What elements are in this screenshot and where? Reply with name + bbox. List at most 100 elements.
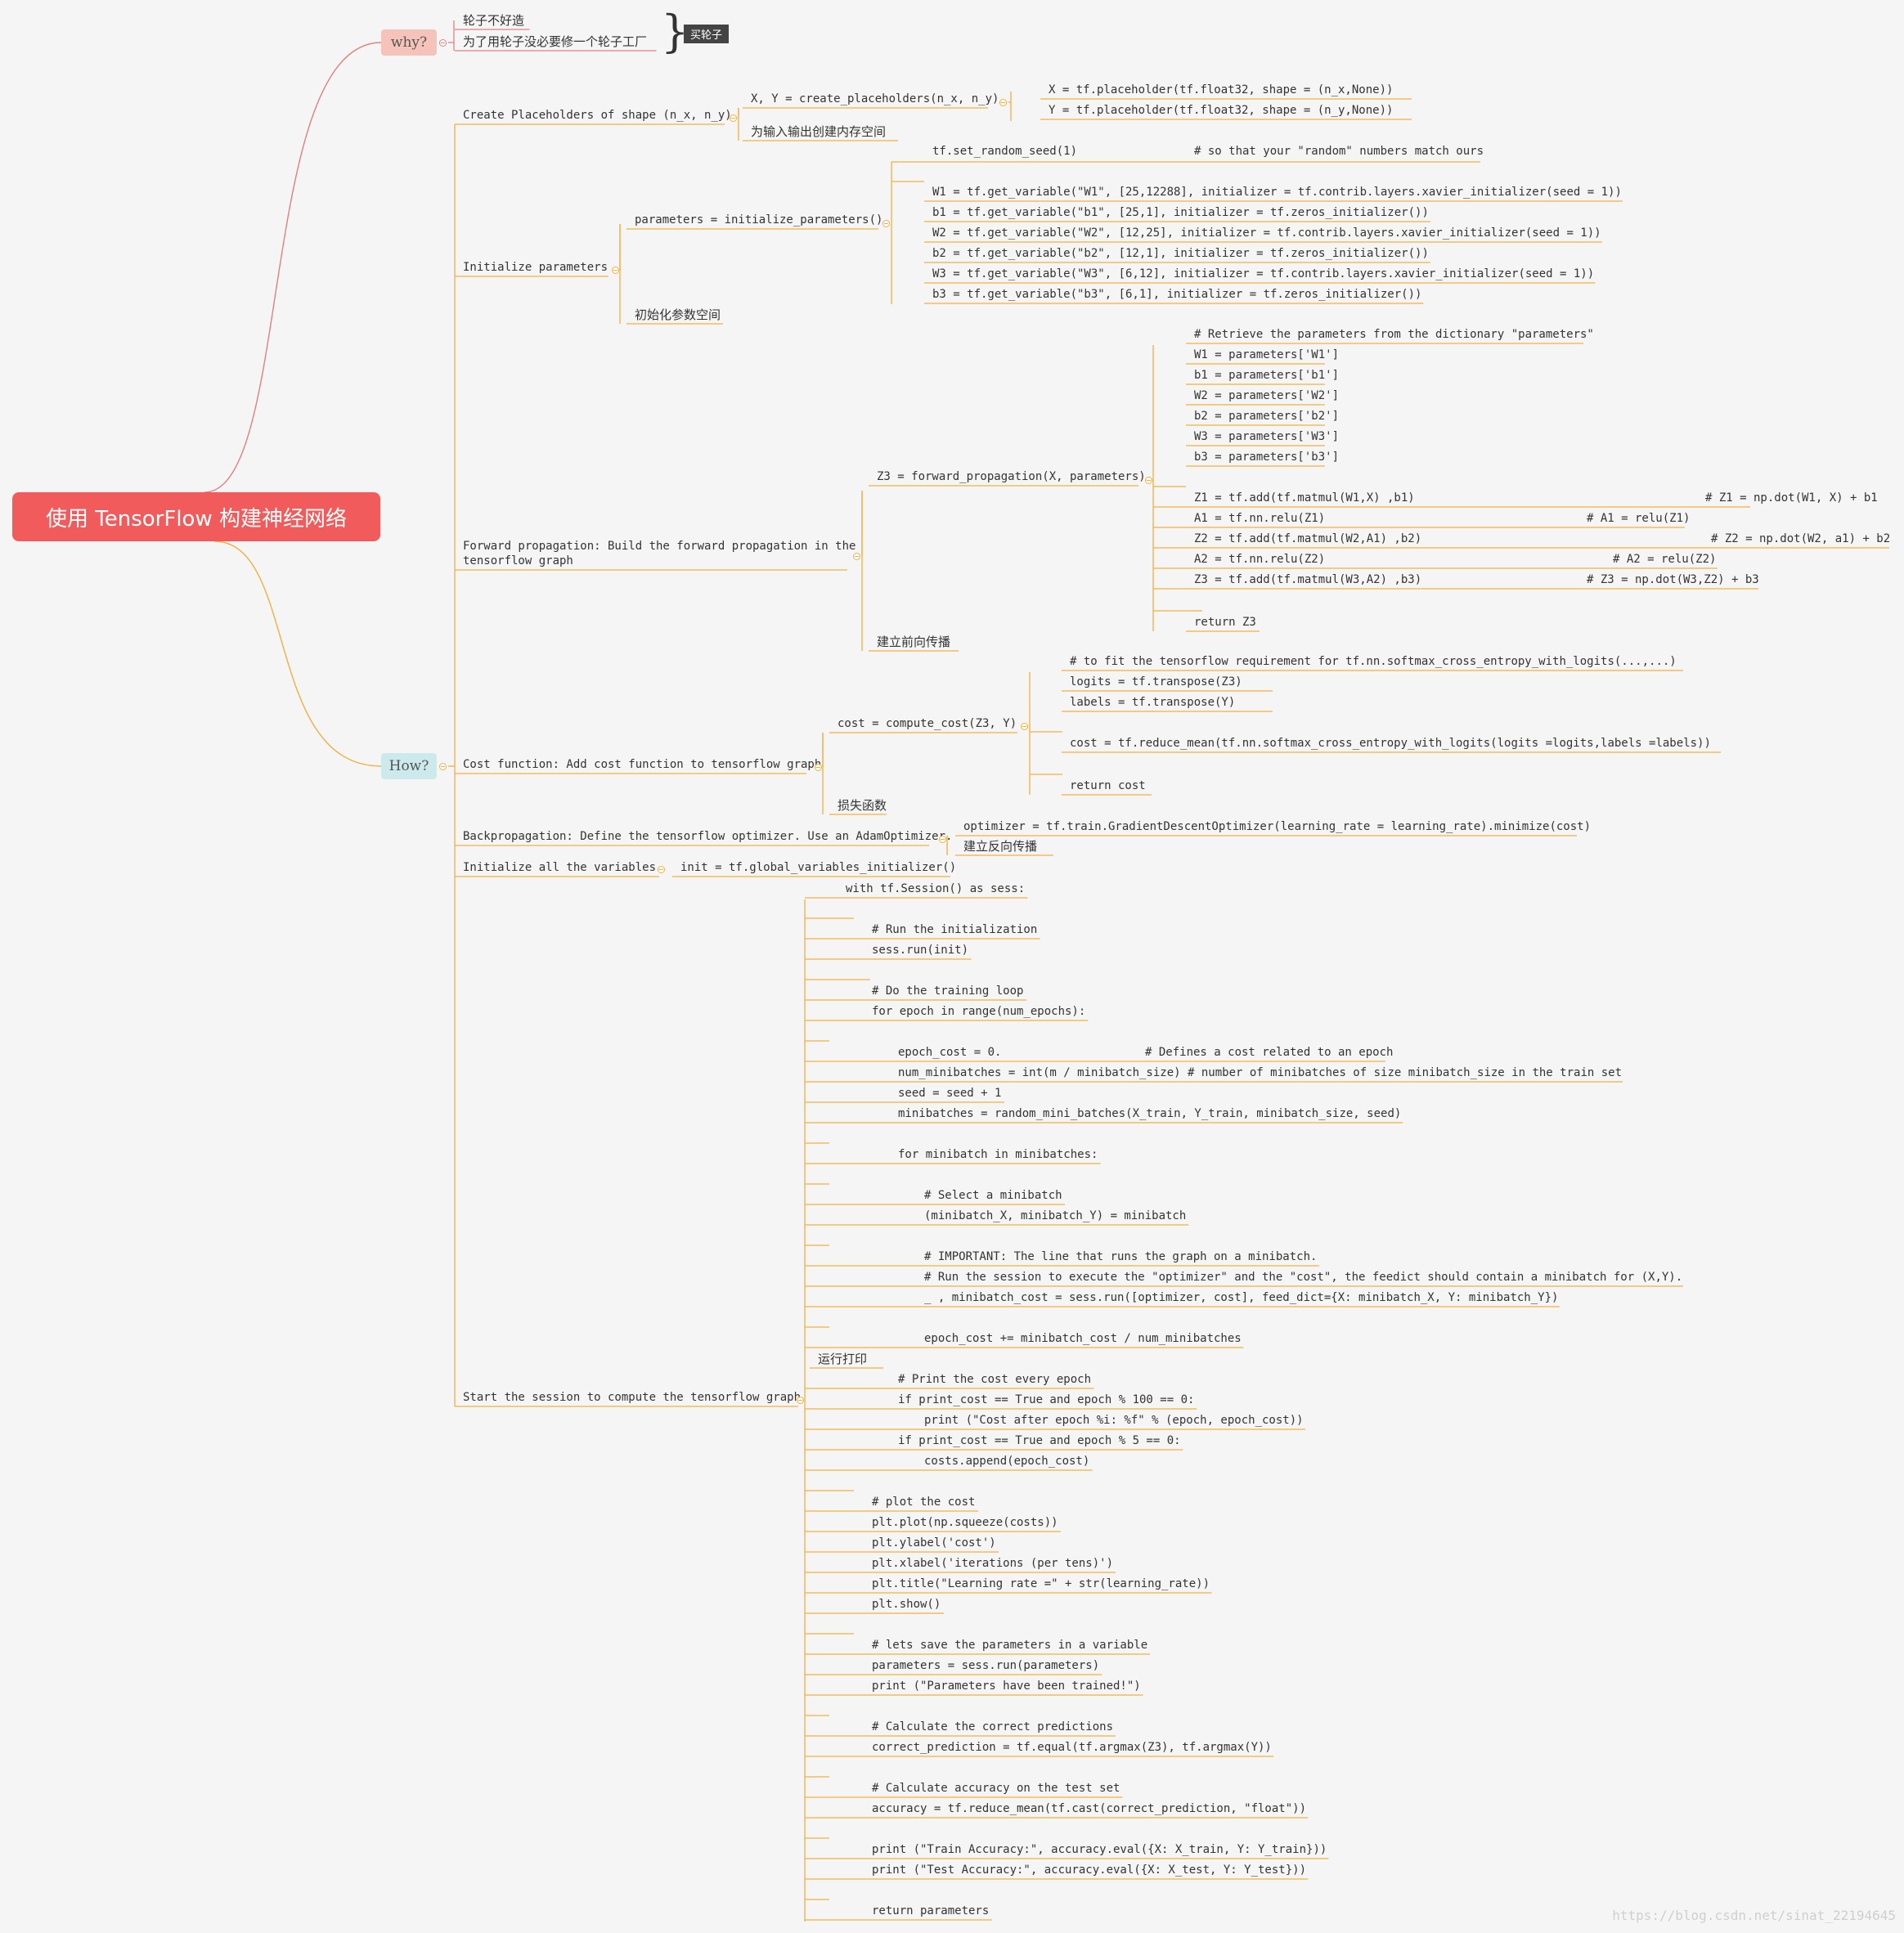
session-line: epoch_cost += minibatch_cost / num_minib… <box>924 1332 1242 1345</box>
init-param-line: b3 = tf.get_variable("b3", [6,1], initia… <box>932 288 1422 301</box>
session-line: plt.title("Learning rate =" + str(learni… <box>872 1577 1210 1590</box>
cost-line: labels = tf.transpose(Y) <box>1070 696 1236 709</box>
session-line: epoch_cost = 0. <box>898 1046 1002 1059</box>
session-line: # Print the cost every epoch <box>898 1373 1092 1386</box>
session-line: # Calculate accuracy on the test set <box>872 1782 1120 1795</box>
cost-return: return cost <box>1070 779 1146 792</box>
forward-op-comment: # Z1 = np.dot(W1, X) + b1 <box>1705 491 1878 505</box>
session-print-note: 运行打印 <box>818 1352 868 1366</box>
session-line: for epoch in range(num_epochs): <box>872 1005 1086 1018</box>
collapse-toggle-icon[interactable] <box>729 114 737 122</box>
optimizer-line: optimizer = tf.train.GradientDescentOpti… <box>963 820 1592 833</box>
session-line: # IMPORTANT: The line that runs the grap… <box>924 1250 1318 1263</box>
forward-op-comment: # Z3 = np.dot(W3,Z2) + b3 <box>1587 573 1759 586</box>
collapse-toggle-icon[interactable] <box>796 1396 804 1404</box>
forward-op: A1 = tf.nn.relu(Z1) <box>1194 512 1326 525</box>
collapse-toggle-icon[interactable] <box>657 865 665 873</box>
init-param-line: W2 = tf.get_variable("W2", [12,25], init… <box>932 226 1601 240</box>
session-line: accuracy = tf.reduce_mean(tf.cast(correc… <box>872 1802 1307 1815</box>
session-line: seed = seed + 1 <box>898 1087 1002 1100</box>
branch-initialize-variables[interactable]: Initialize all the variables <box>463 861 657 874</box>
collapse-toggle-icon[interactable] <box>938 835 946 843</box>
init-param-line: b2 = tf.get_variable("b2", [12,1], initi… <box>932 247 1429 260</box>
session-line: # Run the initialization <box>872 923 1038 936</box>
session-line: with tf.Session() as sess: <box>846 882 1026 895</box>
cost-line: cost = tf.reduce_mean(tf.nn.softmax_cros… <box>1070 737 1711 750</box>
how-node[interactable]: How? <box>381 753 437 779</box>
branch-cost-function[interactable]: Cost function: Add cost function to tens… <box>463 758 822 771</box>
retrieve-line: b1 = parameters['b1'] <box>1194 369 1340 382</box>
init-vars-line: init = tf.global_variables_initializer() <box>680 861 957 874</box>
session-line: # plot the cost <box>872 1496 976 1509</box>
session-line: plt.ylabel('cost') <box>872 1536 996 1550</box>
session-line: (minibatch_X, minibatch_Y) = minibatch <box>924 1209 1187 1222</box>
session-line: # Select a minibatch <box>924 1189 1062 1202</box>
watermark: https://blog.csdn.net/sinat_22194645 <box>1612 1908 1896 1923</box>
collapse-toggle-icon[interactable] <box>852 552 860 560</box>
session-line: if print_cost == True and epoch % 5 == 0… <box>898 1434 1181 1447</box>
why-conclusion-label: 买轮子 <box>684 25 730 43</box>
init-param-line: W1 = tf.get_variable("W1", [25,12288], i… <box>932 186 1622 199</box>
forward-op-comment: # A2 = relu(Z2) <box>1613 553 1717 566</box>
forward-op: Z3 = tf.add(tf.matmul(W3,A2) ,b3) <box>1194 573 1422 586</box>
cost-note: 损失函数 <box>837 798 887 813</box>
retrieve-line: b3 = parameters['b3'] <box>1194 451 1340 464</box>
forward-op: A2 = tf.nn.relu(Z2) <box>1194 553 1326 566</box>
session-line: print ("Cost after epoch %i: %f" % (epoc… <box>924 1414 1304 1427</box>
placeholder-x: X = tf.placeholder(tf.float32, shape = (… <box>1049 83 1394 96</box>
branch-start-session[interactable]: Start the session to compute the tensorf… <box>463 1391 802 1404</box>
init-params-call[interactable]: parameters = initialize_parameters() <box>635 213 883 226</box>
forward-return: return Z3 <box>1194 616 1256 629</box>
branch-forward-propagation[interactable]: Forward propagation: Build the forward p… <box>463 540 856 567</box>
why-reason: 轮子不好造 <box>463 13 525 28</box>
branch-initialize-parameters[interactable]: Initialize parameters <box>463 261 608 274</box>
session-line: num_minibatches = int(m / minibatch_size… <box>898 1066 1623 1079</box>
collapse-toggle-icon[interactable] <box>438 762 447 770</box>
seed-comment: # so that your "random" numbers match ou… <box>1194 145 1484 158</box>
session-line: parameters = sess.run(parameters) <box>872 1659 1100 1672</box>
retrieve-line: W2 = parameters['W2'] <box>1194 389 1340 402</box>
why-node[interactable]: why? <box>381 29 437 56</box>
forward-op: Z1 = tf.add(tf.matmul(W1,X) ,b1) <box>1194 491 1415 505</box>
seed-line: tf.set_random_seed(1) <box>932 145 1078 158</box>
branch-backpropagation[interactable]: Backpropagation: Define the tensorflow o… <box>463 830 953 843</box>
session-line: # lets save the parameters in a variable <box>872 1639 1148 1652</box>
session-line: print ("Test Accuracy:", accuracy.eval({… <box>872 1863 1307 1877</box>
root-to-how-connector <box>213 540 382 767</box>
session-line: # Do the training loop <box>872 984 1024 998</box>
collapse-toggle-icon[interactable] <box>611 266 619 274</box>
branch-create-placeholders[interactable]: Create Placeholders of shape (n_x, n_y) <box>463 109 732 122</box>
collapse-toggle-icon[interactable] <box>1020 722 1028 730</box>
collapse-toggle-icon[interactable] <box>1144 476 1152 484</box>
placeholder-y: Y = tf.placeholder(tf.float32, shape = (… <box>1049 104 1394 117</box>
cost-line: logits = tf.transpose(Z3) <box>1070 675 1242 688</box>
session-line: print ("Parameters have been trained!") <box>872 1680 1141 1693</box>
collapse-toggle-icon[interactable] <box>814 763 822 771</box>
collapse-toggle-icon[interactable] <box>999 98 1007 106</box>
session-line: if print_cost == True and epoch % 100 ==… <box>898 1393 1195 1406</box>
init-param-line: W3 = tf.get_variable("W3", [6,12], initi… <box>932 267 1595 280</box>
session-line: # Run the session to execute the "optimi… <box>924 1271 1683 1284</box>
session-line: minibatches = random_mini_batches(X_trai… <box>898 1107 1402 1120</box>
session-line: print ("Train Accuracy:", accuracy.eval(… <box>872 1843 1327 1856</box>
session-line: return parameters <box>872 1904 990 1917</box>
forward-op-comment: # Z2 = np.dot(W2, a1) + b2 <box>1711 532 1891 545</box>
forward-call[interactable]: Z3 = forward_propagation(X, parameters) <box>877 470 1146 483</box>
forward-op: Z2 = tf.add(tf.matmul(W2,A1) ,b2) <box>1194 532 1422 545</box>
retrieve-comment: # Retrieve the parameters from the dicti… <box>1194 328 1594 341</box>
forward-op-comment: # A1 = relu(Z1) <box>1587 512 1691 525</box>
session-line: costs.append(epoch_cost) <box>924 1455 1090 1468</box>
session-line: # Calculate the correct predictions <box>872 1720 1114 1733</box>
session-comment: # Defines a cost related to an epoch <box>1145 1046 1394 1059</box>
collapse-toggle-icon[interactable] <box>882 219 890 227</box>
retrieve-line: W1 = parameters['W1'] <box>1194 348 1340 361</box>
collapse-toggle-icon[interactable] <box>438 38 447 47</box>
cost-call[interactable]: cost = compute_cost(Z3, Y) <box>837 717 1017 730</box>
cost-comment: # to fit the tensorflow requirement for … <box>1070 655 1677 668</box>
why-reason: 为了用轮子没必要修一个轮子工厂 <box>463 34 648 49</box>
backprop-note: 建立反向传播 <box>963 839 1038 854</box>
session-line: plt.xlabel('iterations (per tens)') <box>872 1557 1114 1570</box>
session-line: correct_prediction = tf.equal(tf.argmax(… <box>872 1741 1272 1754</box>
placeholders-call[interactable]: X, Y = create_placeholders(n_x, n_y) <box>751 92 999 105</box>
root-node[interactable]: 使用 TensorFlow 构建神经网络 <box>12 492 380 541</box>
